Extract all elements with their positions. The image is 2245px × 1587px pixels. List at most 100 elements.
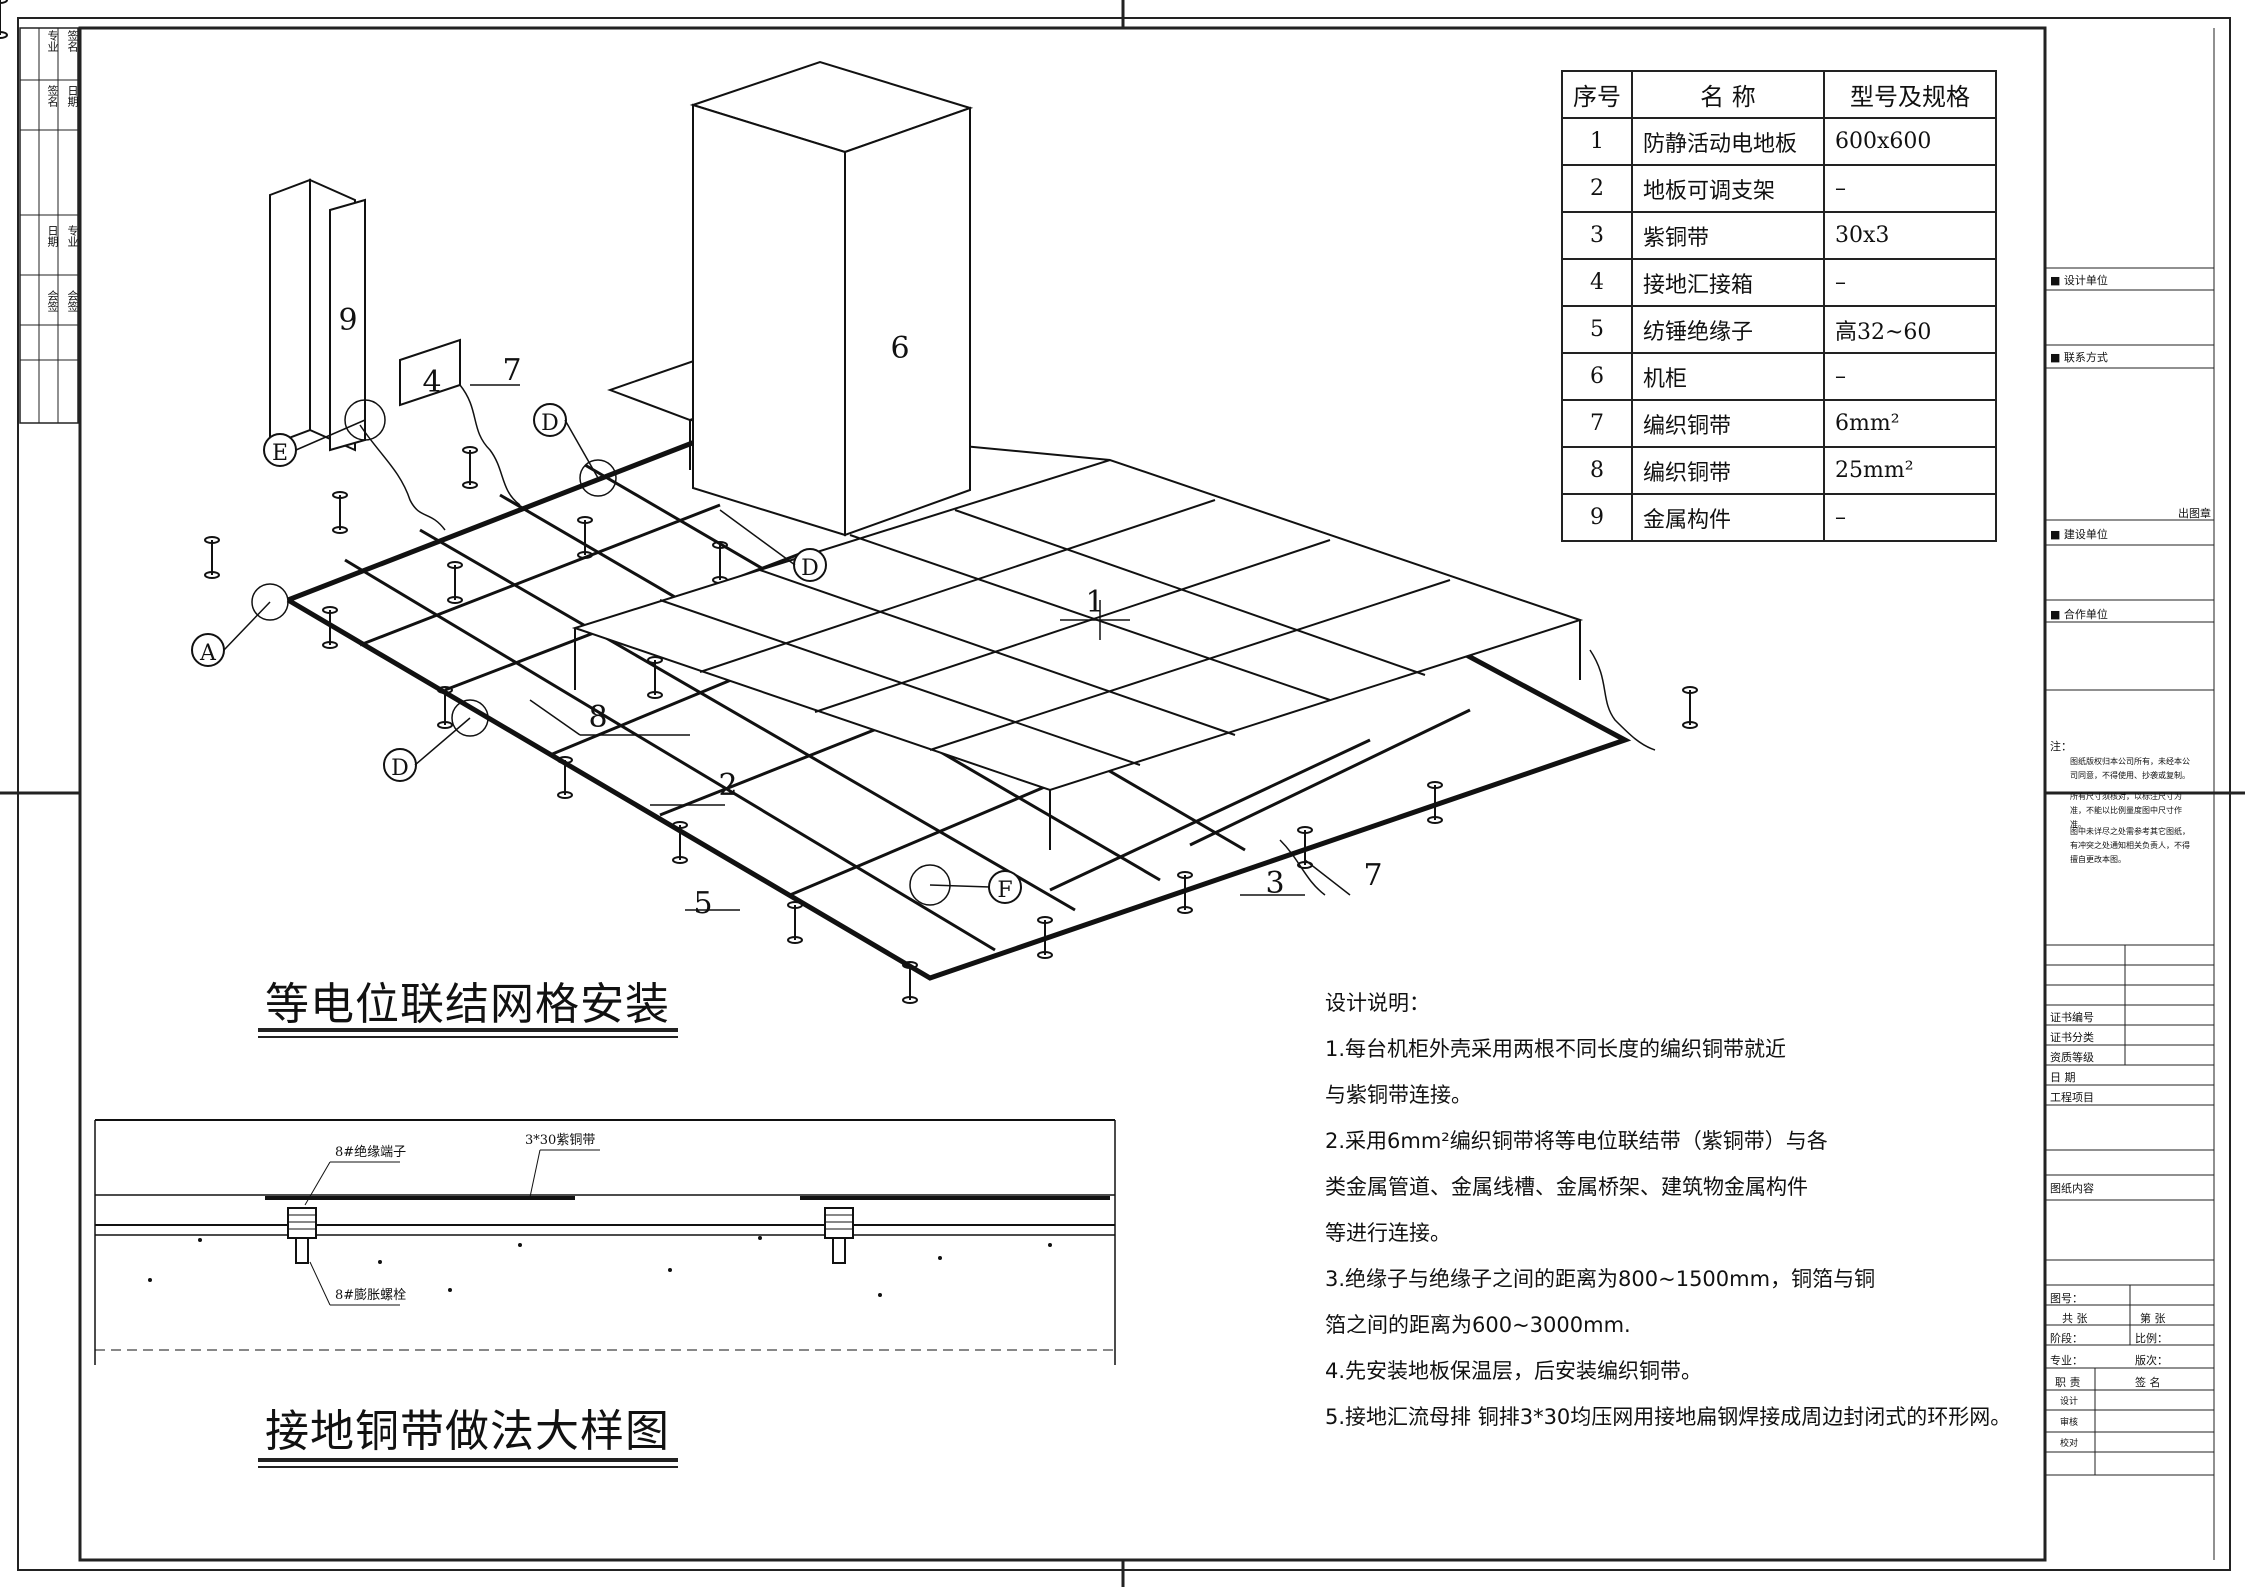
tb-version: 版次：: [2135, 1354, 2168, 1367]
callout-5: 5: [693, 886, 712, 921]
tb-role-design: 设计: [2060, 1397, 2079, 1407]
legend-header-row: 序号 名 称 型号及规格: [1561, 70, 1997, 119]
left-strip-label: 会签: [46, 290, 59, 312]
design-unit-label: ■ 设计单位: [2050, 274, 2108, 287]
detail-title: 接地铜带做法大样图: [265, 1406, 670, 1457]
grounding-grid: [0, 0, 1698, 1004]
callout-3: 3: [1265, 866, 1284, 901]
partner-unit-label: ■ 合作单位: [2050, 608, 2108, 621]
legend-spec: 600x600: [1823, 117, 1997, 166]
left-strip-label: 签名: [66, 30, 79, 52]
main-title-underline: [258, 1028, 678, 1032]
legend-spec: 6mm²: [1823, 399, 1997, 448]
left-strip-label: 日期: [66, 85, 79, 107]
tb-role: 职 责: [2055, 1376, 2081, 1389]
legend-name: 编织铜带: [1631, 446, 1825, 495]
legend-header-name: 名 称: [1631, 70, 1825, 119]
tb-scale: 比例：: [2135, 1332, 2168, 1345]
detail-title-underline: [258, 1458, 678, 1462]
tb-role-check: 校对: [2060, 1439, 2079, 1449]
callout-F: F: [997, 878, 1012, 903]
legend-no: 1: [1561, 117, 1633, 166]
tb-role-review: 审核: [2060, 1418, 2079, 1428]
note-line: 与紫铜带连接。: [1325, 1083, 1472, 1107]
note-head: 注：: [2050, 740, 2072, 753]
left-strip-label: 专业: [66, 225, 79, 247]
detail-strip-label: 3*30紫铜带: [525, 1133, 595, 1148]
legend-name: 编织铜带: [1631, 399, 1825, 448]
callout-4: 4: [422, 365, 441, 400]
tb-total: 共 张: [2062, 1312, 2088, 1325]
tb-field-cert-class: 证书分类: [2050, 1031, 2094, 1044]
note-line: 2.采用6mm²编织铜带将等电位联结带（紫铜带）与各: [1325, 1129, 1828, 1153]
legend-spec: –: [1823, 164, 1997, 213]
legend-no: 8: [1561, 446, 1633, 495]
tb-field-cert-no: 证书编号: [2050, 1011, 2094, 1024]
tb-field-project: 工程项目: [2050, 1091, 2094, 1104]
legend-no: 4: [1561, 258, 1633, 307]
contact-label: ■ 联系方式: [2050, 351, 2108, 364]
legend-no: 9: [1561, 493, 1633, 542]
note-line: 等进行连接。: [1325, 1221, 1451, 1245]
legend-no: 2: [1561, 164, 1633, 213]
callout-2: 2: [718, 768, 737, 803]
left-strip-label: 会签: [66, 290, 79, 312]
callout-1: 1: [1085, 585, 1104, 620]
detail-title-underline-thin: [258, 1466, 678, 1468]
legend-name: 金属构件: [1631, 493, 1825, 542]
legend-name: 机柜: [1631, 352, 1825, 401]
legend-header-spec: 型号及规格: [1823, 70, 1997, 119]
detail-drawing: [94, 1119, 1116, 1365]
callout-6: 6: [890, 331, 909, 366]
tb-discipline: 专业：: [2050, 1354, 2083, 1367]
tb-note: 所有尺寸须核对，以标注尺寸为准，不能以比例量度图中尺寸作准。: [2070, 792, 2182, 829]
main-title-underline-thin: [258, 1036, 678, 1038]
legend-no: 7: [1561, 399, 1633, 448]
legend-spec: 30x3: [1823, 211, 1997, 260]
main-title: 等电位联结网格安装: [265, 979, 670, 1030]
legend-name: 纺锤绝缘子: [1631, 305, 1825, 354]
callout-E: E: [272, 441, 288, 466]
legend-spec: –: [1823, 493, 1997, 542]
legend-spec: –: [1823, 352, 1997, 401]
design-notes: 设计说明： 1.每台机柜外壳采用两根不同长度的编织铜带就近 与紫铜带连接。 2.…: [1325, 980, 2012, 1440]
legend-name: 紫铜带: [1631, 211, 1825, 260]
legend-name: 接地汇接箱: [1631, 258, 1825, 307]
legend-spec: 高32~60: [1823, 305, 1997, 354]
legend-spec: –: [1823, 258, 1997, 307]
legend-name: 地板可调支架: [1631, 164, 1825, 213]
note-line: 类金属管道、金属线槽、金属桥架、建筑物金属构件: [1325, 1175, 1808, 1199]
tb-note: 图纸版权归本公司所有，未经本公司同意，不得使用、抄袭或复制。: [2070, 757, 2190, 780]
left-strip-label: 专业: [46, 30, 59, 52]
note-line: 3.绝缘子与绝缘子之间的距离为800~1500mm，铜箔与铜: [1325, 1267, 1876, 1291]
callout-7-bottom: 7: [1363, 858, 1382, 893]
callout-9: 9: [338, 303, 357, 338]
tb-sign: 签 名: [2135, 1376, 2161, 1389]
tb-field-date: 日 期: [2050, 1071, 2076, 1084]
callout-8: 8: [588, 700, 607, 735]
legend-header-no: 序号: [1561, 70, 1633, 119]
legend-no: 3: [1561, 211, 1633, 260]
tb-drawing-content: 图纸内容: [2050, 1182, 2094, 1195]
tb-field-grade: 资质等级: [2050, 1051, 2094, 1064]
left-strip-label: 日期: [46, 225, 59, 247]
callout-7-top: 7: [502, 353, 521, 388]
note-line: 1.每台机柜外壳采用两根不同长度的编织铜带就近: [1325, 1037, 1787, 1061]
detail-insulator-label: 8#绝缘端子: [335, 1144, 406, 1160]
tb-sheet: 第 张: [2140, 1312, 2166, 1325]
note-line: 5.接地汇流母排 铜排3*30均压网用接地扁钢焊接成周边封闭式的环形网。: [1325, 1405, 2012, 1429]
legend-no: 5: [1561, 305, 1633, 354]
stamp-label: 出图章: [2178, 507, 2211, 520]
note-line: 4.先安装地板保温层，后安装编织铜带。: [1325, 1359, 1703, 1383]
